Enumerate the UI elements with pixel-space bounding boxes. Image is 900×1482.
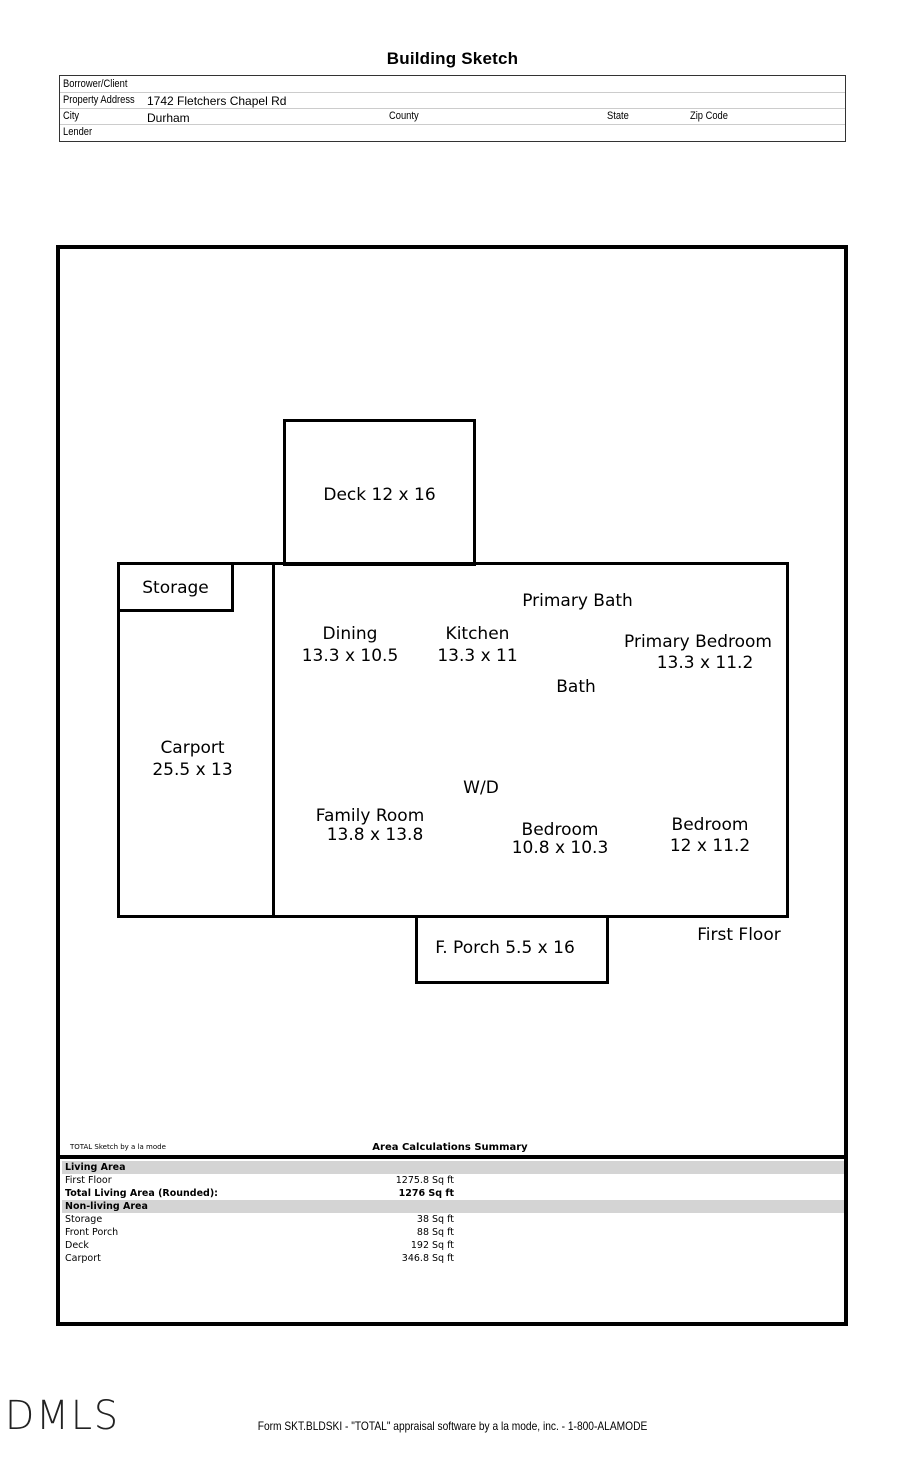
floor-label: First Floor (697, 925, 781, 945)
wd-label: W/D (463, 778, 499, 798)
storage-outline (117, 562, 234, 612)
borrower-label: Borrower/Client (63, 78, 128, 90)
row-name: First Floor (65, 1175, 112, 1186)
row-value: 1275.8 Sq ft (395, 1175, 454, 1186)
row-value: 38 Sq ft (416, 1214, 454, 1225)
primary-bath-label: Primary Bath (522, 591, 633, 611)
storage-label: Storage (142, 578, 209, 598)
row-name: Storage (65, 1214, 103, 1225)
row-name: Carport (65, 1253, 101, 1264)
table-row: First Floor 1275.8 Sq ft (62, 1174, 844, 1187)
primary-bedroom-name: Primary Bedroom (624, 632, 772, 652)
bath-label: Bath (556, 677, 596, 697)
family-room-dim: 13.8 x 13.8 (326, 825, 424, 845)
table-row: Carport 346.8 Sq ft (62, 1252, 844, 1265)
nonliving-area-header-label: Non-living Area (65, 1201, 148, 1212)
dining-name: Dining (322, 624, 378, 644)
bedroom2-dim: 10.8 x 10.3 (511, 838, 609, 858)
table-row: Deck 192 Sq ft (62, 1239, 844, 1252)
sketch-frame (56, 245, 848, 1326)
primary-bedroom-dim: 13.3 x 11.2 (656, 653, 754, 673)
sketch-credit: TOTAL Sketch by a la mode (70, 1143, 166, 1151)
row-value: 192 Sq ft (410, 1240, 454, 1251)
lender-label: Lender (63, 126, 93, 138)
carport-divider (272, 562, 275, 918)
state-label: State (607, 110, 629, 122)
page-title: Building Sketch (386, 49, 519, 68)
address-label: Property Address (63, 94, 135, 106)
area-summary-divider (56, 1155, 848, 1159)
carport-name: Carport (160, 738, 225, 758)
family-room-name: Family Room (315, 806, 425, 826)
porch-outline (415, 915, 609, 984)
form-footer-text: Form SKT.BLDSKI - "TOTAL" appraisal soft… (257, 1419, 648, 1433)
porch-label: F. Porch 5.5 x 16 (435, 938, 575, 958)
living-area-header: Living Area (62, 1161, 844, 1174)
row-value: 346.8 Sq ft (401, 1253, 454, 1264)
row-name: Front Porch (65, 1227, 119, 1238)
county-label: County (389, 110, 419, 122)
table-row: Front Porch 88 Sq ft (62, 1226, 844, 1239)
row-value: 88 Sq ft (416, 1227, 454, 1238)
nonliving-area-header: Non-living Area (62, 1200, 844, 1213)
dmls-watermark-logo: DMLS (5, 1393, 120, 1439)
property-info-table: Borrower/Client Property Address 1742 Fl… (59, 75, 846, 142)
dining-dim: 13.3 x 10.5 (301, 646, 399, 666)
living-area-header-label: Living Area (65, 1162, 126, 1173)
bedroom2-name: Bedroom (521, 820, 599, 840)
zip-label: Zip Code (690, 110, 728, 122)
bedroom3-name: Bedroom (671, 815, 749, 835)
city-value: Durham (147, 111, 190, 125)
row-name: Deck (65, 1240, 89, 1251)
bedroom3-dim: 12 x 11.2 (669, 836, 751, 856)
address-value: 1742 Fletchers Chapel Rd (147, 94, 287, 108)
area-summary-title: Area Calculations Summary (372, 1142, 528, 1153)
carport-dim: 25.5 x 13 (152, 760, 233, 780)
kitchen-name: Kitchen (445, 624, 510, 644)
total-label: Total Living Area (Rounded): (65, 1188, 218, 1199)
lender-row: Lender (60, 124, 845, 140)
total-living-row: Total Living Area (Rounded): 1276 Sq ft (62, 1187, 844, 1200)
kitchen-dim: 13.3 x 11 (437, 646, 518, 666)
deck-label: Deck 12 x 16 (323, 485, 436, 505)
city-row: City Durham County State Zip Code (60, 108, 845, 125)
total-value: 1276 Sq ft (398, 1188, 454, 1199)
address-row: Property Address 1742 Fletchers Chapel R… (60, 92, 845, 109)
city-label: City (63, 110, 80, 122)
table-row: Storage 38 Sq ft (62, 1213, 844, 1226)
borrower-row: Borrower/Client (60, 76, 845, 93)
